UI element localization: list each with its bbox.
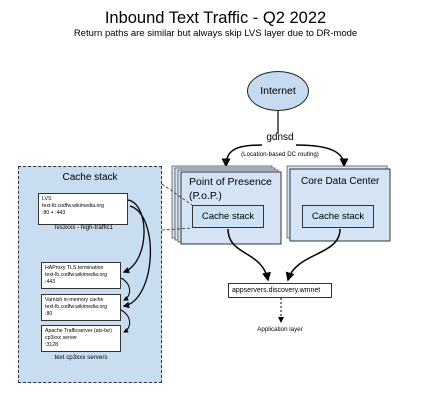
pop-title-line2: (P.o.P.) [189,190,222,202]
haproxy-line-2: text-lb.codfw.wikimedia.org [45,272,107,278]
diagram-subtitle: Return paths are similar but always skip… [73,28,358,39]
pop-title-line1: Point of Presence [189,176,272,188]
ats-line-2: cp3xxx server [45,335,77,341]
pop-title: Point of Presence (P.o.P.) [189,175,272,203]
servers-caption: text cp3xxx servers [54,354,108,361]
lvs-caption: lvs3xxx - high-traffic1 [55,224,113,231]
ats-line-1: Apache Trafficserver (ats-be) [45,328,112,334]
diagram-title: Inbound Text Traffic - Q2 2022 [104,9,327,27]
application-layer-label: Application layer [257,326,303,333]
lvs-card: LVS text-lb.codfw.wikimedia.org :80 + :4… [38,193,128,225]
routing-label: (Location-based DC routing) [241,151,319,158]
core-cache-stack-box: Cache stack [302,205,374,228]
varnish-line-1: Varnish in-memory cache [45,297,104,303]
gdnsd-label: gdnsd [266,132,294,143]
core-title: Core Data Center [301,176,380,187]
pop-to-appservers-arrow [227,228,271,282]
core-to-appservers-arrow [285,228,341,282]
ats-line-3: :3128 [45,342,58,348]
lvs-line-3: :80 + :443 [42,210,66,216]
pop-cache-stack-box: Cache stack [192,205,264,228]
zoom-line-top [161,183,193,206]
internet-node: Internet [247,71,309,111]
haproxy-line-3: :443 [45,279,56,285]
varnish-line-2: text-lb.codfw.wikimedia.org [45,304,107,310]
zoom-line-bottom [161,227,193,231]
lvs-line-2: text-lb.codfw.wikimedia.org [42,203,104,209]
varnish-line-3: :80 [45,311,53,317]
haproxy-card: HAProxy TLS termination text-lb.codfw.wi… [41,262,121,289]
gdnsd-to-core-arrow [295,144,349,168]
gdnsd-to-pop-arrow [221,144,263,168]
varnish-card: Varnish in-memory cache text-lb.codfw.wi… [41,294,121,321]
haproxy-line-1: HAProxy TLS termination [45,265,104,271]
lvs-line-1: LVS [42,196,52,202]
cache-stack-panel-title: Cache stack [62,172,118,183]
appservers-box: appservers.discovery.wmnet [228,283,332,298]
ats-card: Apache Trafficserver (ats-be) cp3xxx ser… [41,325,121,352]
